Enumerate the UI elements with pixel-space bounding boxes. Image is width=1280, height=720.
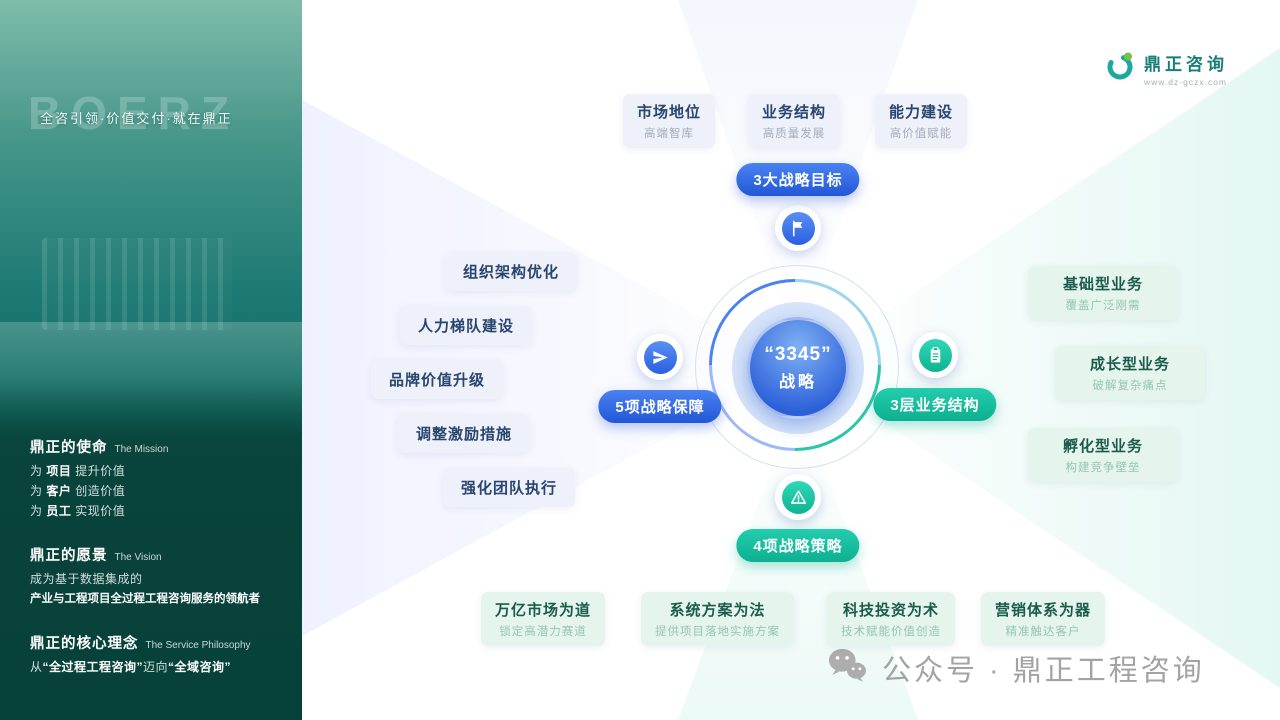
philosophy-heading: 鼎正的核心理念 The Service Philosophy: [30, 632, 251, 653]
wechat-account-label: 公众号 · 鼎正工程咨询: [882, 654, 1205, 687]
brand-name: 鼎正咨询: [1144, 55, 1228, 74]
safeguard-box-5: 强化团队执行: [443, 468, 576, 507]
tactic-node: [775, 474, 821, 520]
sidebar-watermark: BOERZ: [28, 87, 239, 139]
dam-photo-texture: [42, 238, 232, 330]
business-box-incubation: 孵化型业务 构建竞争壁垒: [1028, 428, 1178, 482]
strategy-code: “3345”: [764, 344, 832, 365]
business-box-basic: 基础型业务 覆盖广泛刚需: [1028, 266, 1178, 320]
goal-node: [775, 205, 821, 251]
wechat-icon: [826, 646, 868, 689]
brand-logo: 鼎正咨询 www.dz-gczx.com: [1104, 50, 1228, 87]
vision-line1: 成为基于数据集成的: [30, 572, 143, 586]
wechat-footer: 公众号 · 鼎正工程咨询: [826, 646, 1205, 689]
sidebar-tagline: 全咨引领·价值交付·就在鼎正: [40, 111, 233, 126]
vision-title: 鼎正的愿景: [30, 548, 108, 564]
vision-heading: 鼎正的愿景 The Vision: [30, 544, 162, 565]
brand-swirl-icon: [1104, 50, 1136, 87]
goal-box-market-position: 市场地位 高端智库: [623, 94, 716, 148]
goal-box-business-structure: 业务结构 高质量发展: [748, 94, 841, 148]
brand-text: 鼎正咨询 www.dz-gczx.com: [1144, 50, 1228, 87]
mission-item: 为 项目 提升价值: [30, 464, 126, 478]
mission-title: 鼎正的使命: [30, 440, 108, 456]
safeguard-box-1: 组织架构优化: [445, 252, 578, 291]
mission-title-en: The Mission: [114, 444, 169, 455]
mission-item: 为 员工 实现价值: [30, 504, 126, 518]
badge-strategic-tactics: 4项战略策略: [736, 529, 860, 562]
brand-url: www.dz-gczx.com: [1144, 77, 1228, 87]
flag-icon: [781, 211, 815, 245]
badge-strategic-goals: 3大战略目标: [736, 163, 860, 196]
safeguard-box-4: 调整激励措施: [398, 414, 531, 453]
clipboard-icon: [918, 338, 952, 372]
hub-outer-ring: [695, 265, 899, 469]
mission-heading: 鼎正的使命 The Mission: [30, 436, 168, 457]
safeguard-node: [637, 334, 683, 380]
badge-strategic-safeguards: 5项战略保障: [598, 390, 722, 423]
safeguard-box-2: 人力梯队建设: [400, 306, 533, 345]
business-box-growth: 成长型业务 破解复杂痛点: [1055, 346, 1205, 400]
tactic-box-market: 万亿市场为道 锁定高潜力赛道: [481, 592, 606, 646]
sidebar-fade-overlay: [0, 380, 302, 720]
business-node: [912, 332, 958, 378]
paper-plane-icon: [643, 340, 677, 374]
goal-box-capability: 能力建设 高价值赋能: [875, 94, 968, 148]
sidebar: BOERZ 全咨引领·价值交付·就在鼎正 鼎正的使命 The Mission 为 …: [0, 0, 302, 720]
tactic-box-technology: 科技投资为术 技术赋能价值创造: [827, 592, 955, 646]
hub-core-circle: “3345” 战略: [747, 317, 849, 419]
vision-title-en: The Vision: [114, 552, 162, 563]
philosophy-line: 从“全过程工程咨询”迈向“全域咨询”: [30, 660, 232, 674]
tactic-box-solution: 系统方案为法 提供项目落地实施方案: [641, 592, 794, 646]
safeguard-box-3: 品牌价值升级: [371, 360, 504, 399]
philosophy-title-en: The Service Philosophy: [145, 640, 251, 651]
badge-business-layers: 3层业务结构: [873, 388, 997, 421]
vision-line2: 产业与工程项目全过程工程咨询服务的领航者: [30, 593, 260, 605]
pyramid-icon: [781, 480, 815, 514]
tactic-box-marketing: 营销体系为器 精准触达客户: [981, 592, 1106, 646]
mission-item: 为 客户 创造价值: [30, 484, 126, 498]
philosophy-title: 鼎正的核心理念: [30, 636, 139, 652]
strategy-label: 战略: [778, 374, 817, 391]
